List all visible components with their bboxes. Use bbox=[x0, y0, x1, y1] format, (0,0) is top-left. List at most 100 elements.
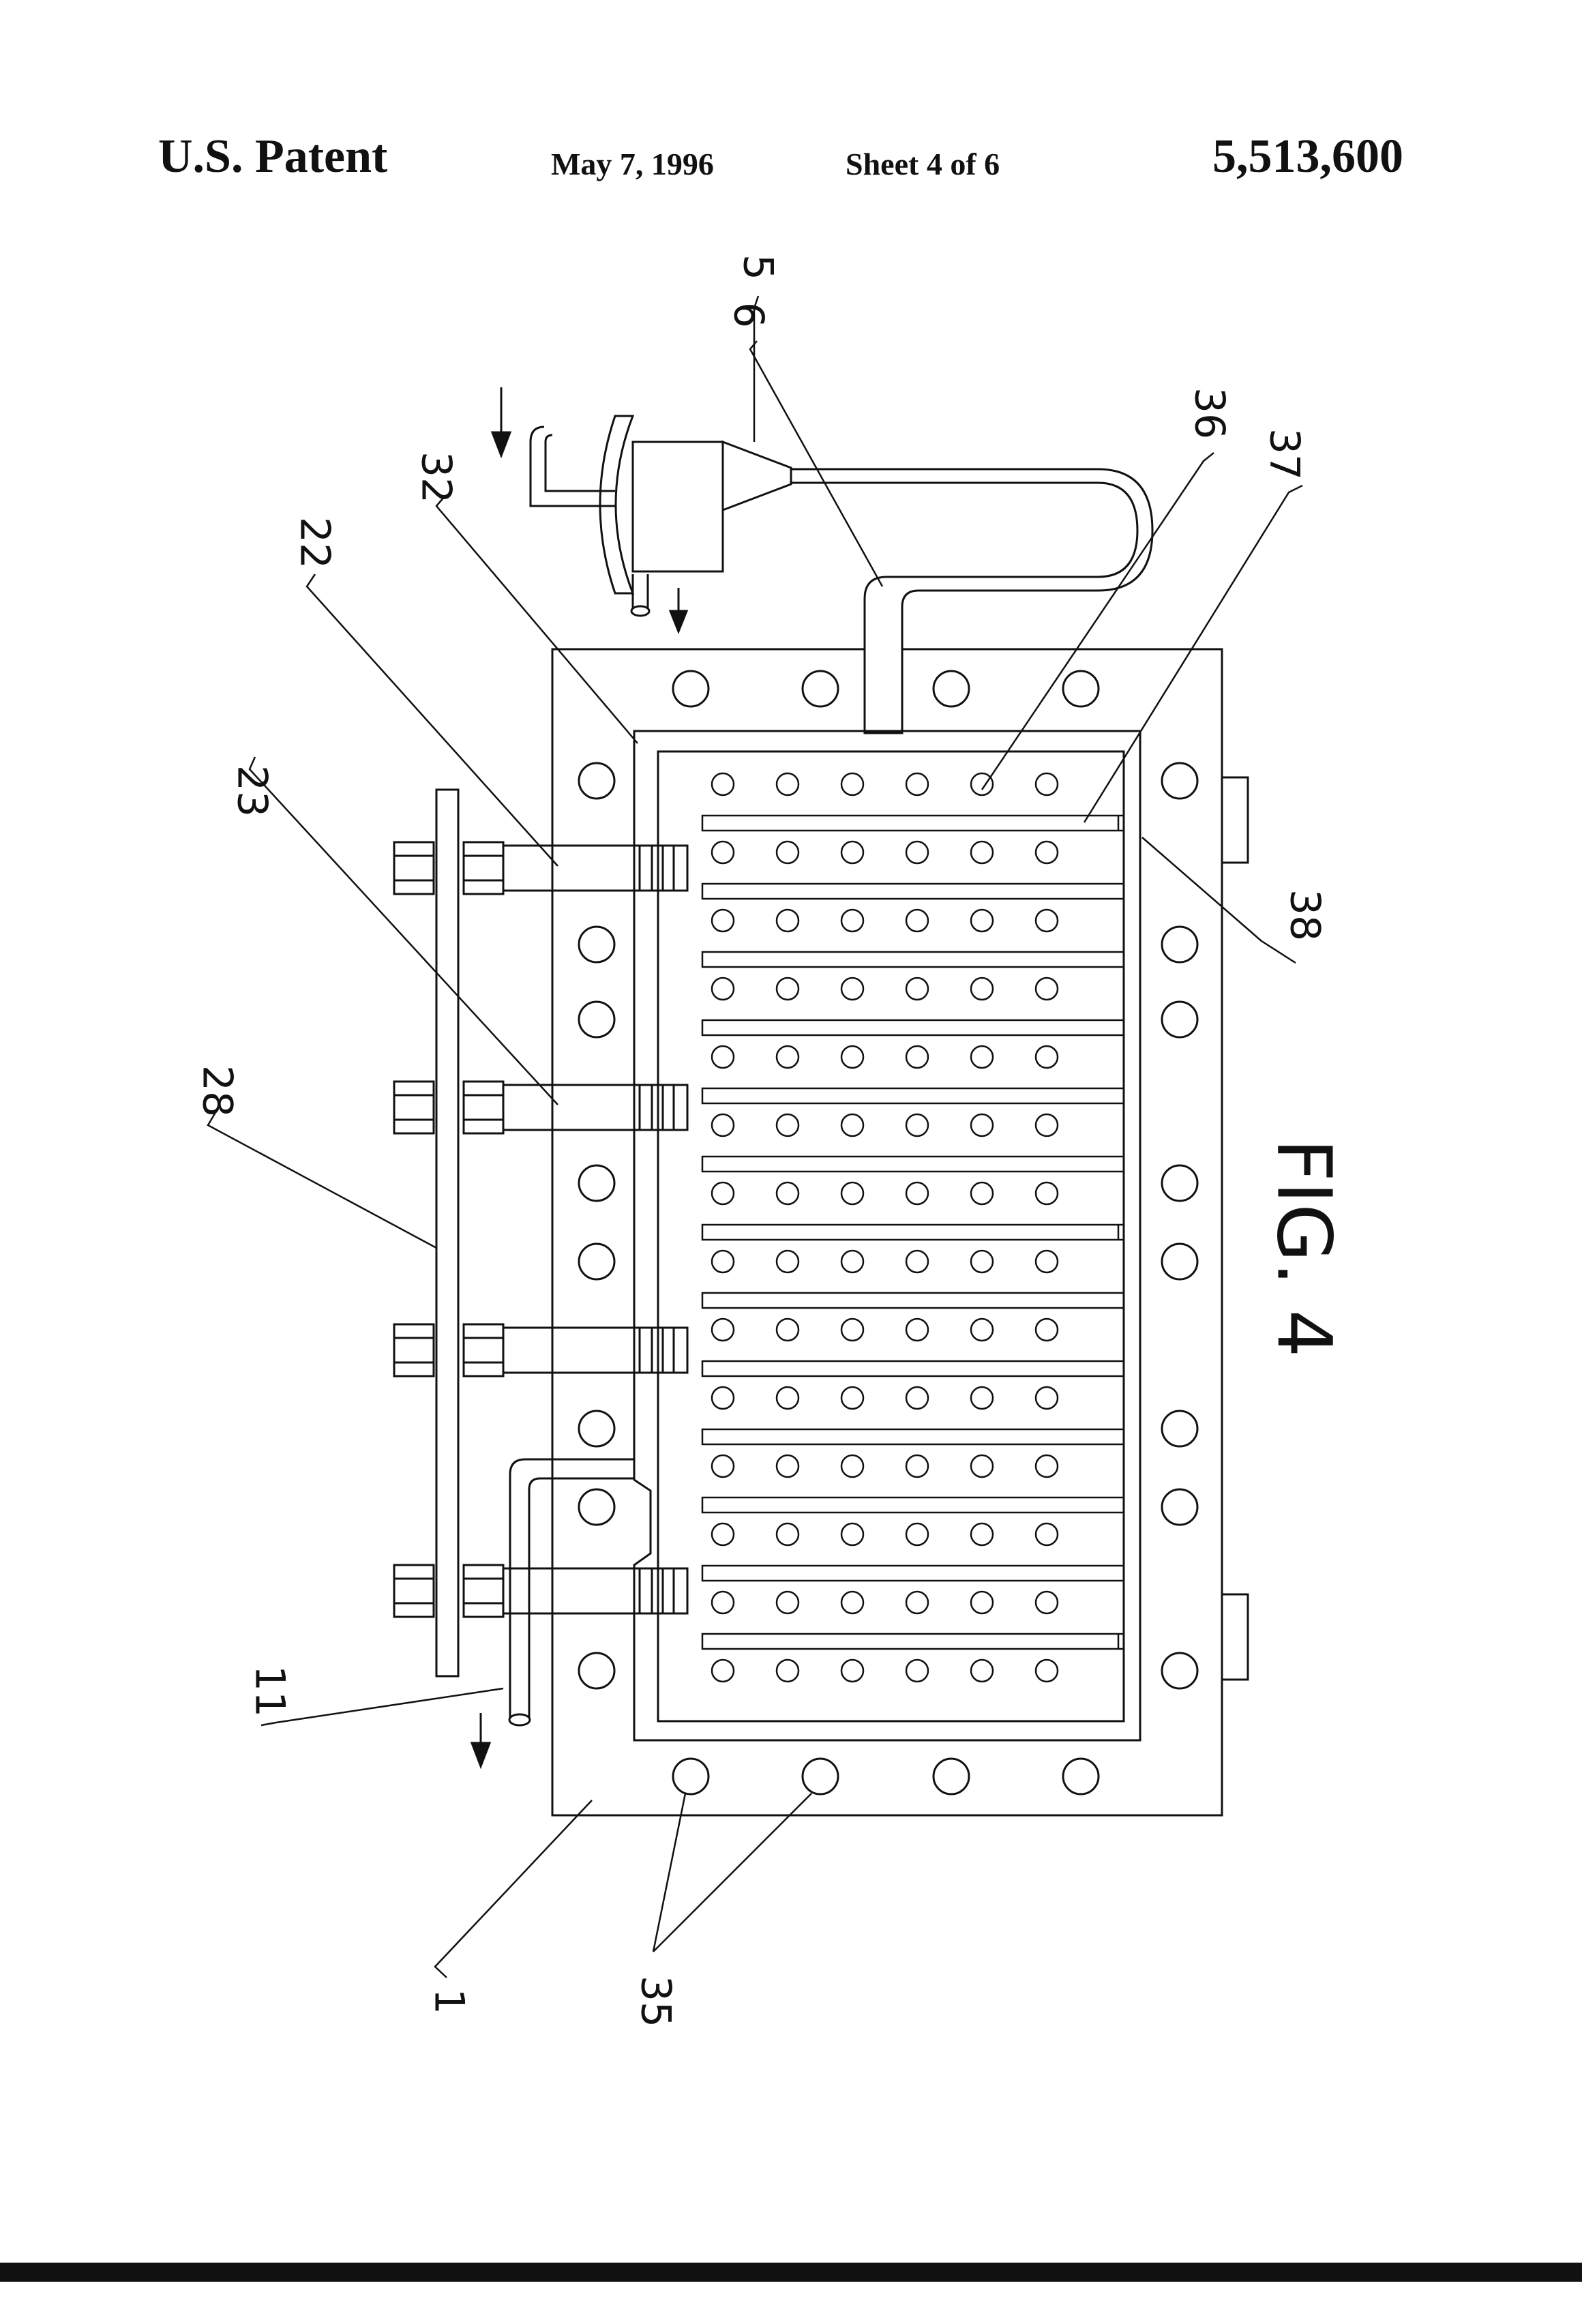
perforation-hole bbox=[971, 1523, 993, 1545]
ref-35: 35 bbox=[631, 1976, 679, 2027]
pump-funnel bbox=[723, 442, 791, 510]
perforation-hole bbox=[777, 1251, 799, 1272]
perforation-hole bbox=[971, 1660, 993, 1682]
electrode-plate bbox=[702, 1020, 1124, 1035]
perforation-hole bbox=[1036, 910, 1058, 932]
bus-bar bbox=[436, 790, 458, 1676]
perforation-hole bbox=[906, 841, 928, 863]
perforation-hole bbox=[841, 1455, 863, 1477]
perforation-hole bbox=[777, 1182, 799, 1204]
housing-lug-bottom bbox=[1222, 1594, 1248, 1680]
perforation-hole bbox=[712, 1182, 734, 1204]
electrode-plate bbox=[702, 1634, 1124, 1649]
perforation-hole bbox=[971, 1114, 993, 1136]
perforation-hole bbox=[841, 1114, 863, 1136]
leader-lines bbox=[208, 296, 1302, 1978]
perforation-hole bbox=[971, 1592, 993, 1613]
perforation-hole bbox=[841, 773, 863, 795]
flow-arrows bbox=[472, 387, 687, 1766]
perforation-hole bbox=[906, 1455, 928, 1477]
outlet-pipe-end bbox=[509, 1714, 530, 1725]
electrode-plate bbox=[702, 884, 1124, 899]
ref-23: 23 bbox=[228, 765, 275, 817]
perforation-hole bbox=[841, 1660, 863, 1682]
perforation-hole bbox=[777, 1592, 799, 1613]
housing-lug-top bbox=[1222, 777, 1248, 863]
terminal-assembly bbox=[394, 1082, 687, 1133]
electrode-plate bbox=[702, 1157, 1124, 1172]
perforation-hole bbox=[906, 773, 928, 795]
plate-chamber bbox=[658, 751, 1124, 1721]
perforation-hole bbox=[1036, 1046, 1058, 1068]
perforation-hole bbox=[1036, 1523, 1058, 1545]
perforation-hole bbox=[1036, 1319, 1058, 1341]
electrode-plate bbox=[702, 1293, 1124, 1308]
leader-22 bbox=[307, 574, 558, 866]
perforation-hole bbox=[1036, 1455, 1058, 1477]
perforation-hole bbox=[1036, 1660, 1058, 1682]
ref-22: 22 bbox=[290, 517, 338, 569]
electrode-plate bbox=[702, 1225, 1124, 1240]
leader-38b bbox=[1262, 941, 1296, 963]
ref-6: 6 bbox=[724, 302, 772, 328]
perforation-holes bbox=[712, 773, 1058, 1682]
perforation-hole bbox=[712, 1523, 734, 1545]
perforation-hole bbox=[971, 978, 993, 1000]
electrode-plate bbox=[702, 1088, 1124, 1103]
perforation-hole bbox=[777, 773, 799, 795]
perforation-hole bbox=[906, 1182, 928, 1204]
leader-11a bbox=[276, 1688, 503, 1723]
perforation-hole bbox=[906, 978, 928, 1000]
perforation-hole bbox=[841, 841, 863, 863]
perforation-hole bbox=[777, 1319, 799, 1341]
terminal-assembly bbox=[394, 842, 687, 894]
ref-37: 37 bbox=[1260, 428, 1308, 480]
electrode-plate bbox=[702, 1429, 1124, 1444]
figure-label: FIG. 4 bbox=[1261, 1139, 1348, 1358]
leader-36 bbox=[982, 453, 1214, 790]
perforation-hole bbox=[777, 1114, 799, 1136]
perforation-hole bbox=[906, 1114, 928, 1136]
terminal-assembly bbox=[394, 1565, 687, 1617]
electrode-plate bbox=[702, 952, 1124, 967]
perforation-hole bbox=[712, 910, 734, 932]
perforation-hole bbox=[971, 1046, 993, 1068]
pump-base bbox=[600, 416, 633, 593]
perforation-hole bbox=[971, 841, 993, 863]
perforation-hole bbox=[712, 978, 734, 1000]
perforation-hole bbox=[841, 978, 863, 1000]
pump-tube-end bbox=[631, 606, 649, 616]
leader-6 bbox=[750, 341, 882, 586]
ref-11: 11 bbox=[245, 1665, 293, 1717]
perforation-hole bbox=[777, 1046, 799, 1068]
perforation-hole bbox=[906, 1660, 928, 1682]
housing-bolt-holes bbox=[579, 671, 1197, 1794]
outer-housing bbox=[552, 649, 1222, 1815]
perforation-hole bbox=[906, 1523, 928, 1545]
perforation-hole bbox=[777, 910, 799, 932]
pump-body bbox=[633, 442, 723, 571]
perforation-hole bbox=[712, 1592, 734, 1613]
pump-lower-tube bbox=[633, 574, 648, 608]
perforation-hole bbox=[841, 910, 863, 932]
perforation-hole bbox=[1036, 773, 1058, 795]
perforation-hole bbox=[777, 841, 799, 863]
perforation-hole bbox=[841, 1319, 863, 1341]
perforation-hole bbox=[777, 978, 799, 1000]
perforation-hole bbox=[1036, 1592, 1058, 1613]
perforation-hole bbox=[971, 1387, 993, 1409]
perforation-hole bbox=[906, 1387, 928, 1409]
inner-frame bbox=[634, 731, 1140, 1740]
leader-11b bbox=[261, 1723, 276, 1725]
ref-28: 28 bbox=[193, 1065, 241, 1117]
outlet-pipe bbox=[510, 1459, 634, 1718]
electrode-plate bbox=[702, 1566, 1124, 1581]
perforation-hole bbox=[1036, 1251, 1058, 1272]
perforation-hole bbox=[1036, 1387, 1058, 1409]
perforation-hole bbox=[971, 1251, 993, 1272]
electrode-plate bbox=[702, 816, 1124, 831]
perforation-hole bbox=[841, 1182, 863, 1204]
perforation-hole bbox=[1036, 1182, 1058, 1204]
